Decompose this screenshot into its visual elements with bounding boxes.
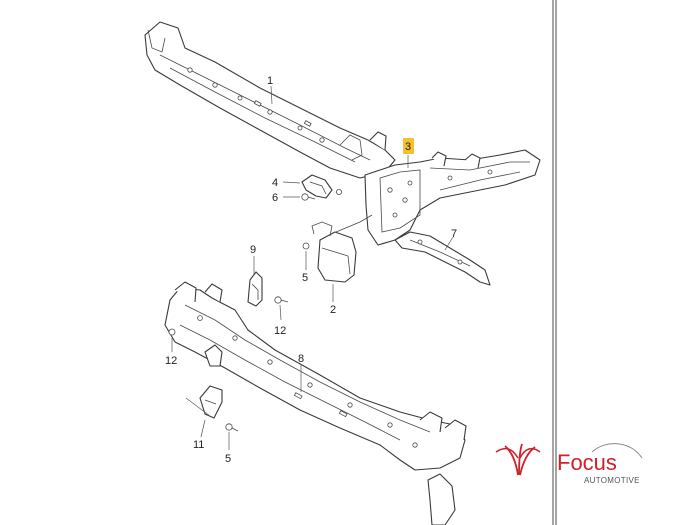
callout-12-lower[interactable]: 12 (165, 355, 177, 367)
part-12-bolt-upper (274, 296, 289, 304)
callout-6[interactable]: 6 (272, 192, 278, 204)
part-2-module (302, 214, 373, 283)
leader-lines (171, 85, 454, 450)
callout-3-highlight (403, 138, 414, 154)
part-11-bracket (185, 385, 223, 419)
palm-swoosh-icon (495, 443, 541, 476)
callout-11[interactable]: 11 (193, 439, 204, 451)
focus-automotive-logo: Focus AUTOMOTIVE (495, 443, 643, 485)
logo-tagline: AUTOMOTIVE (584, 476, 640, 485)
part-6-bolt (301, 188, 342, 201)
logo-brand: Focus (557, 450, 617, 475)
part-8-subframe (164, 281, 467, 471)
callout-1[interactable]: 1 (267, 75, 273, 87)
callout-5-lower[interactable]: 5 (225, 453, 231, 465)
part-5-bolt-lower (225, 423, 239, 432)
callout-8[interactable]: 8 (298, 353, 304, 365)
callout-9[interactable]: 9 (250, 244, 256, 256)
callout-12-upper[interactable]: 12 (274, 325, 286, 337)
callout-4[interactable]: 4 (272, 177, 278, 189)
callout-7[interactable]: 7 (451, 228, 457, 240)
callout-2[interactable]: 2 (330, 304, 336, 316)
part-1-upper-crossmember (144, 21, 396, 179)
callout-3[interactable]: 3 (405, 141, 411, 153)
part-3-bracket (364, 149, 541, 246)
partial-part-bottom (427, 473, 456, 525)
part-7-bracket (394, 231, 491, 286)
part-9-bracket (247, 271, 263, 307)
callout-5-upper[interactable]: 5 (302, 272, 308, 284)
part-4-clip (301, 174, 333, 199)
swoosh-arc-icon (591, 443, 643, 459)
